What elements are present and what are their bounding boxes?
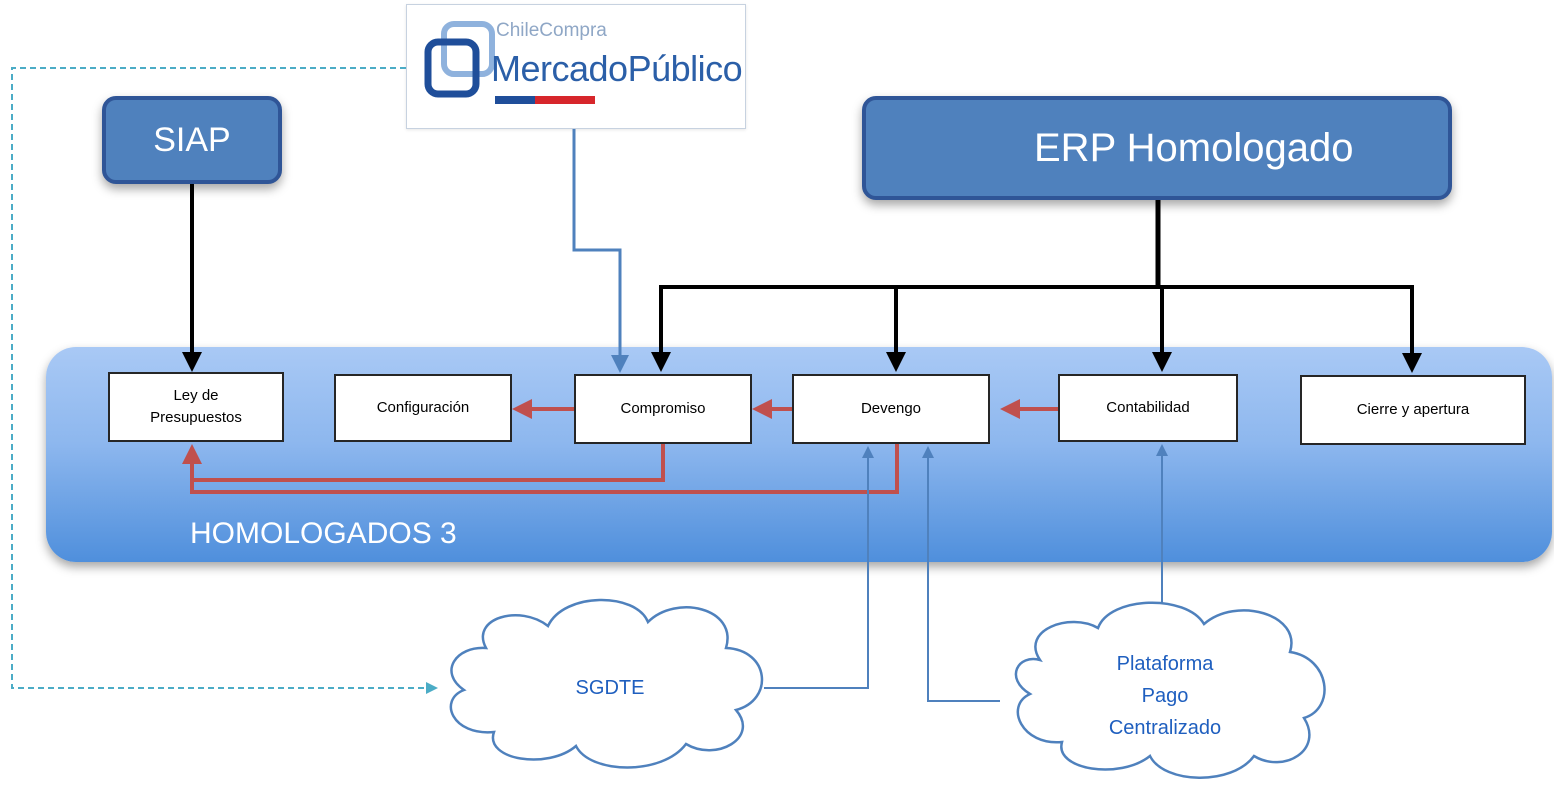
erp-box: ERP Homologado <box>862 96 1452 200</box>
return-line-compromiso <box>192 444 665 482</box>
module-compromiso: Compromiso <box>574 374 752 444</box>
dashed-link-mercado-sgdte <box>11 67 438 694</box>
flag-stripe-blue <box>495 96 535 104</box>
sgdte-label: SGDTE <box>575 677 645 699</box>
plataforma-line-2: Pago <box>1141 685 1189 707</box>
plataforma-line-1: Plataforma <box>1116 653 1214 675</box>
module-configuracion: Configuración <box>334 374 512 442</box>
mercado-publico-logo-icon <box>424 21 495 98</box>
module-contabilidad: Contabilidad <box>1058 374 1238 442</box>
return-arrow-to-ley <box>182 444 899 494</box>
module-ley-line-1: Ley de <box>173 387 219 404</box>
arrow-plataforma-devengo <box>922 446 1000 702</box>
mercadopublico-wordmark: MercadoPúblico <box>491 48 743 89</box>
arrow-sgdte-devengo <box>764 446 874 689</box>
chilecompra-wordmark: ChileCompra <box>496 20 607 41</box>
siap-box: SIAP <box>102 96 282 184</box>
module-cierre-apertura: Cierre y apertura <box>1300 375 1526 445</box>
sgdte-cloud-shape <box>449 598 764 769</box>
plataforma-line-3: Centralizado <box>1108 717 1222 739</box>
container-label: HOMOLOGADOS 3 <box>190 517 457 550</box>
plataforma-label: Plataforma Pago Centralizado <box>1060 648 1270 744</box>
module-ley-line-2: Presupuestos <box>150 409 242 426</box>
module-devengo: Devengo <box>792 374 990 444</box>
module-ley-presupuestos: Ley de Presupuestos <box>108 372 284 442</box>
plataforma-cloud-shape <box>1014 601 1326 779</box>
flag-stripe-red <box>535 96 595 104</box>
arrow-mercado-compromiso <box>572 129 629 373</box>
